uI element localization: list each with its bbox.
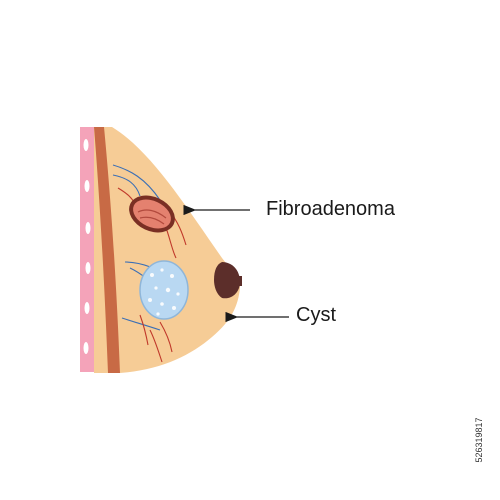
stock-id-text: 526319817 bbox=[474, 417, 484, 463]
nipple bbox=[214, 262, 242, 299]
pectoral-muscle bbox=[94, 127, 120, 373]
chest-wall-dots bbox=[83, 139, 91, 354]
stock-id-watermark: 526319817 bbox=[473, 390, 485, 490]
label-fibroadenoma: Fibroadenoma bbox=[266, 198, 395, 220]
label-cyst: Cyst bbox=[296, 304, 336, 326]
chest-wall bbox=[80, 127, 94, 372]
breast-skin bbox=[94, 127, 240, 373]
cyst-lesion bbox=[139, 260, 189, 320]
fibroadenoma-lesion bbox=[129, 195, 175, 233]
